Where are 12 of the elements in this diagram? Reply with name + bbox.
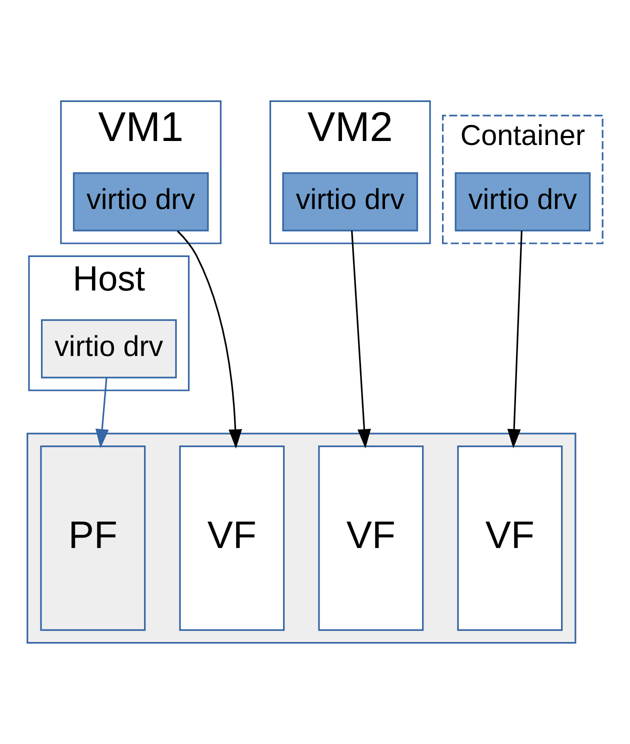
arrow [507, 230, 522, 448]
node-box: VF [457, 446, 563, 631]
node-box: PF [40, 446, 146, 631]
node-box: virtio drv [454, 172, 591, 232]
node-box: VF [318, 446, 424, 631]
node-box: virtio drv [282, 172, 418, 232]
arrow [176, 230, 242, 449]
cluster [26, 432, 576, 644]
arrow [95, 378, 109, 448]
node-box: virtio drv [72, 172, 209, 232]
node-box: virtio drv [40, 319, 177, 378]
node-box: VF [179, 446, 285, 631]
